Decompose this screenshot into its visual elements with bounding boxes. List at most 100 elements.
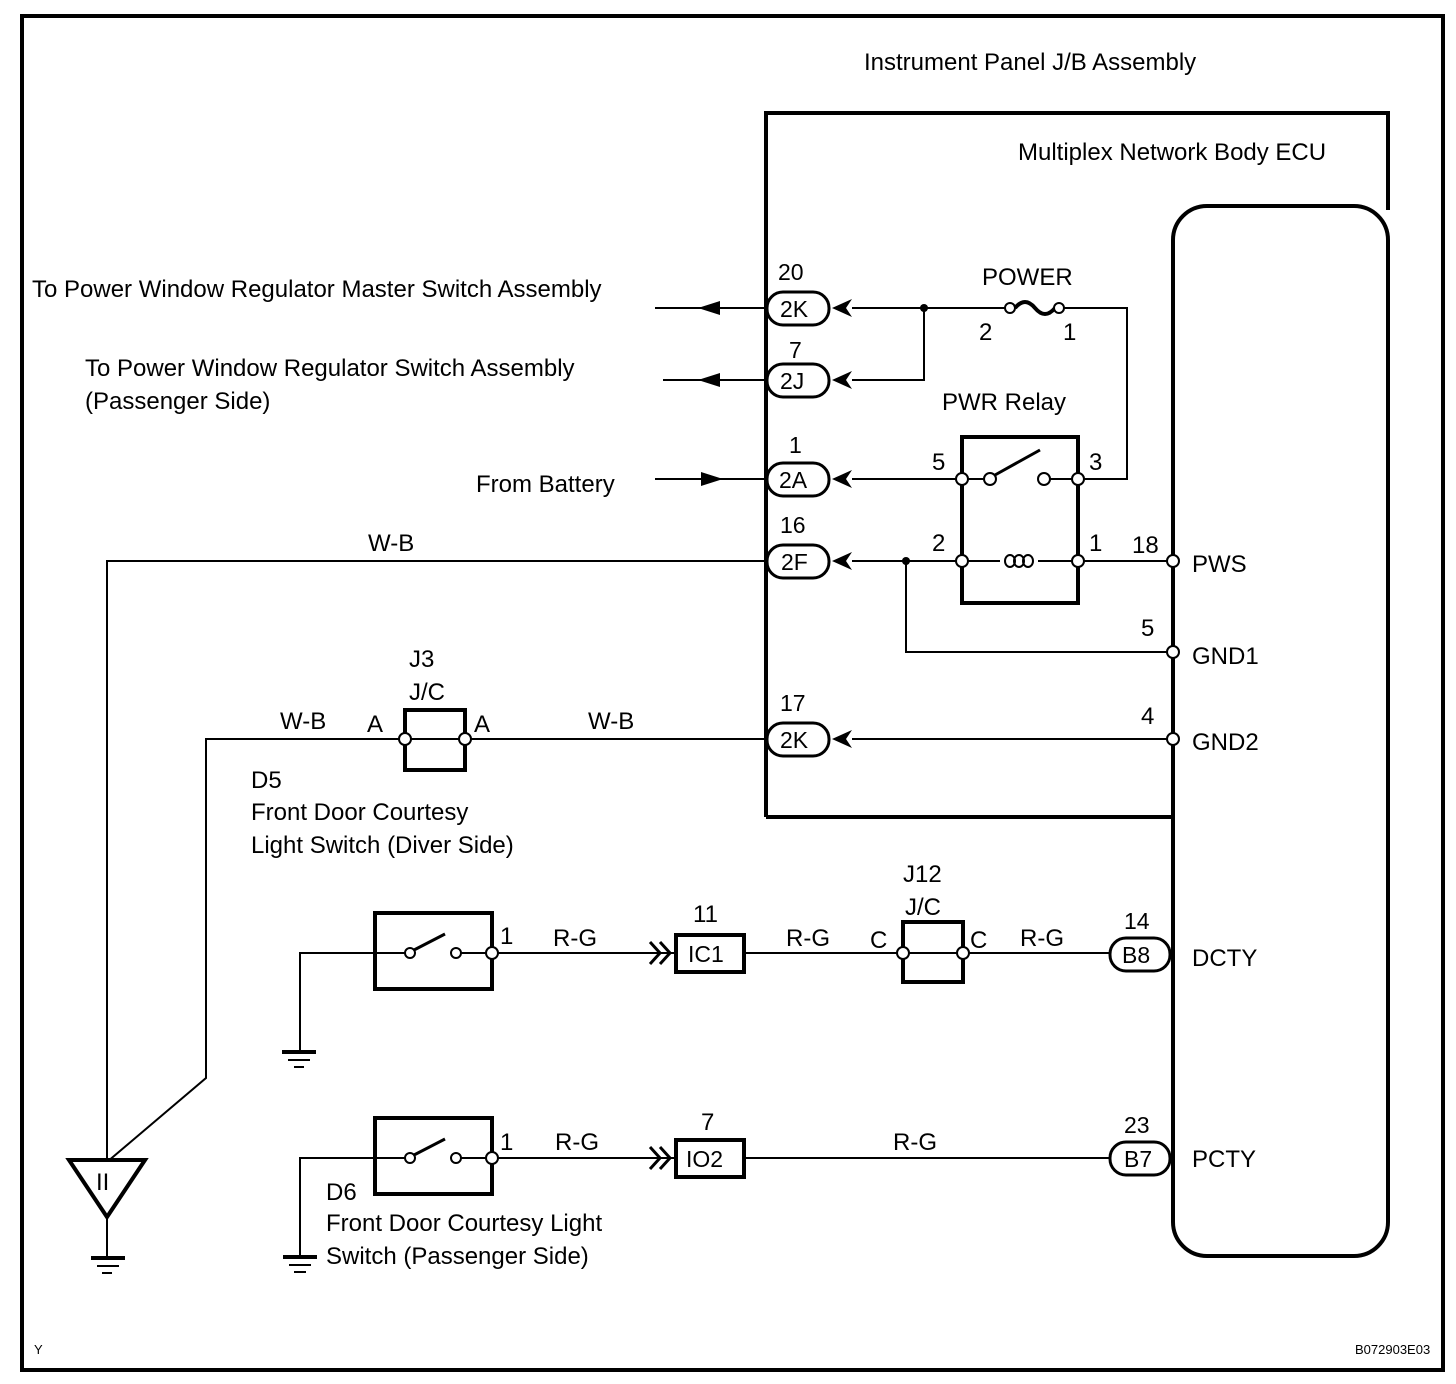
svg-text:Light Switch (Diver Side): Light Switch (Diver Side) (251, 832, 514, 859)
switch-d5: 1 (373, 911, 513, 991)
svg-text:1: 1 (789, 432, 802, 458)
svg-text:2K: 2K (780, 727, 809, 753)
relay-title: PWR Relay (942, 389, 1066, 416)
jb-box (764, 111, 1390, 819)
wire-color-rg: R-G (1020, 925, 1064, 952)
svg-text:14: 14 (1124, 908, 1150, 934)
junction-j12: J12 J/C C C (870, 861, 987, 984)
arrow-out-icon (698, 373, 720, 387)
svg-text:11: 11 (693, 901, 718, 928)
svg-text:4: 4 (1141, 703, 1154, 730)
svg-text:B8: B8 (1122, 942, 1150, 968)
svg-text:IC1: IC1 (688, 941, 724, 967)
arrow-out-icon (698, 301, 720, 315)
ecu-pin-gnd1: 5 GND1 (1141, 615, 1259, 670)
svg-text:IO2: IO2 (686, 1146, 723, 1172)
svg-text:16: 16 (780, 512, 806, 538)
ecu-pin-gnd2: 4 GND2 (1141, 703, 1259, 756)
passenger-switch-destination-line2: (Passenger Side) (85, 388, 270, 415)
ecu-box (1171, 204, 1390, 1258)
svg-text:2F: 2F (781, 549, 808, 575)
ecu-pin-pcty: 23 B7 PCTY (1108, 1112, 1256, 1177)
svg-text:5: 5 (1141, 615, 1154, 642)
outer-frame (20, 14, 1445, 1372)
relay-box (960, 435, 1080, 605)
arrow-in-icon (701, 472, 723, 486)
svg-text:J12: J12 (903, 861, 942, 888)
ground-point-icon: II (65, 1158, 149, 1274)
svg-text:7: 7 (789, 337, 802, 363)
in-line-connector-icon (648, 1145, 673, 1171)
battery-source: From Battery (476, 471, 615, 498)
connector-2f-16: 16 2F (765, 512, 852, 580)
svg-text:23: 23 (1124, 1112, 1150, 1138)
junction-j3: J3 J/C A A (367, 646, 490, 772)
switch-d5-label: D5 Front Door Courtesy Light Switch (Div… (251, 767, 514, 859)
connector-2k-17: 17 2K (765, 690, 852, 758)
figure-code: B072903E03 (1355, 1342, 1430, 1357)
svg-text:2: 2 (979, 319, 992, 346)
footer-code-left: Y (34, 1342, 43, 1357)
svg-text:2A: 2A (779, 467, 808, 493)
passenger-switch-destination: To Power Window Regulator Switch Assembl… (85, 355, 575, 382)
svg-text:C: C (870, 927, 887, 954)
connector-2j-7: 7 2J (765, 337, 852, 399)
relay-coil-icon (1004, 554, 1034, 568)
switch-d6-label: D6 Front Door Courtesy Light Switch (Pas… (326, 1179, 602, 1270)
ecu-pin-pws: 18 PWS (1132, 532, 1247, 578)
wire-color-rg: R-G (893, 1129, 937, 1156)
svg-text:Switch (Passenger Side): Switch (Passenger Side) (326, 1243, 589, 1270)
svg-text:PCTY: PCTY (1192, 1146, 1256, 1173)
wire-color-rg: R-G (786, 925, 830, 952)
ground-icon (282, 1050, 316, 1068)
svg-text:C: C (970, 927, 987, 954)
connector-2k-20: 20 2K (765, 259, 852, 327)
jb-assembly-title: Instrument Panel J/B Assembly (864, 49, 1196, 76)
connector-ic1: 11 IC1 (674, 901, 746, 974)
svg-text:B7: B7 (1124, 1146, 1152, 1172)
svg-text:5: 5 (932, 449, 945, 476)
svg-text:J/C: J/C (409, 679, 445, 706)
svg-text:D5: D5 (251, 767, 282, 794)
svg-text:7: 7 (701, 1109, 714, 1136)
svg-text:Front Door Courtesy: Front Door Courtesy (251, 799, 468, 826)
svg-text:1: 1 (500, 923, 513, 950)
svg-text:1: 1 (1089, 530, 1102, 557)
svg-text:D6: D6 (326, 1179, 357, 1206)
svg-text:3: 3 (1089, 449, 1102, 476)
fuse-power: POWER 2 1 (979, 264, 1076, 346)
svg-text:2J: 2J (780, 368, 804, 394)
svg-text:1: 1 (1063, 319, 1076, 346)
svg-text:J/C: J/C (905, 894, 941, 921)
svg-text:J3: J3 (409, 646, 434, 673)
svg-text:A: A (367, 711, 383, 738)
switch-d6: 1 (373, 1116, 513, 1196)
ecu-pin-dcty: 14 B8 DCTY (1108, 908, 1257, 973)
svg-text:20: 20 (778, 259, 804, 285)
svg-text:Front Door Courtesy Light: Front Door Courtesy Light (326, 1210, 602, 1237)
ground-icon (283, 1255, 317, 1273)
svg-text:18: 18 (1132, 532, 1159, 559)
ecu-title: Multiplex Network Body ECU (1018, 139, 1326, 166)
svg-text:II: II (96, 1169, 109, 1196)
connector-io2: 7 IO2 (674, 1109, 746, 1179)
wire-color-rg: R-G (555, 1129, 599, 1156)
svg-text:GND1: GND1 (1192, 643, 1259, 670)
svg-text:PWS: PWS (1192, 551, 1247, 578)
wire-color-rg: R-G (553, 925, 597, 952)
svg-text:A: A (474, 711, 490, 738)
wire-color-wb: W-B (368, 530, 414, 557)
svg-text:GND2: GND2 (1192, 729, 1259, 756)
svg-text:POWER: POWER (982, 264, 1073, 291)
wire-color-wb: W-B (588, 708, 634, 735)
svg-text:17: 17 (780, 690, 806, 716)
master-switch-destination: To Power Window Regulator Master Switch … (32, 276, 602, 303)
svg-text:DCTY: DCTY (1192, 945, 1257, 972)
svg-text:1: 1 (500, 1129, 513, 1156)
svg-text:2: 2 (932, 530, 945, 557)
svg-text:2K: 2K (780, 296, 809, 322)
wire-color-wb: W-B (280, 708, 326, 735)
connector-2a-1: 1 2A (765, 432, 852, 498)
in-line-connector-icon (648, 940, 673, 966)
